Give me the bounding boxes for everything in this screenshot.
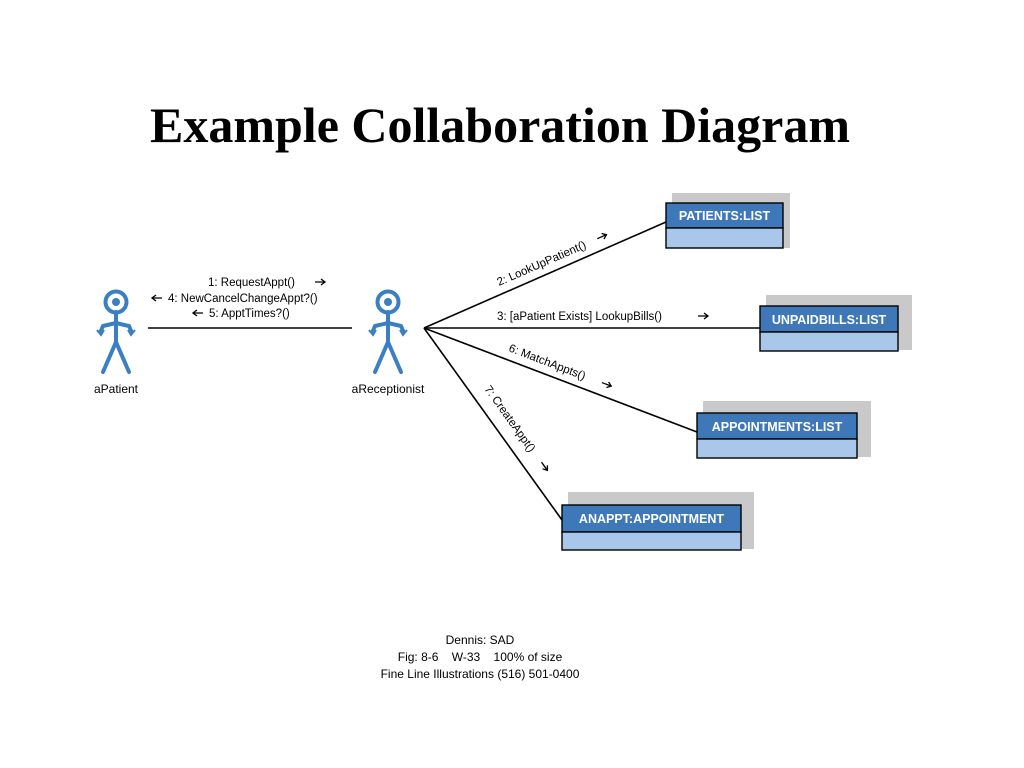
message-lookup-bills: 3: [aPatient Exists] LookupBills() bbox=[497, 311, 662, 323]
arrow-right-icon bbox=[315, 278, 327, 286]
arrow-left-icon bbox=[191, 309, 203, 317]
arrow-right-icon bbox=[540, 461, 549, 472]
figure-credits: Dennis: SAD Fig: 8-6 W-33 100% of size F… bbox=[330, 632, 630, 683]
actor-receptionist-label: aReceptionist bbox=[352, 382, 425, 396]
link-to-patients-list bbox=[423, 221, 667, 329]
actor-receptionist: aReceptionist bbox=[352, 289, 425, 396]
actor-patient-label: aPatient bbox=[94, 382, 139, 396]
link-to-appointments-list bbox=[423, 327, 698, 433]
message-new-cancel-change-appt: 4: NewCancelChangeAppt?() bbox=[168, 293, 318, 305]
arrow-right-icon bbox=[597, 232, 608, 240]
object-patients-list-label: PATIENTS:LIST bbox=[679, 209, 771, 223]
arrow-right-icon bbox=[601, 381, 613, 389]
slide-title: Example Collaboration Diagram bbox=[150, 97, 850, 153]
message-lookup-patient: 2: LookUpPatient() bbox=[495, 239, 588, 288]
object-patients-list: PATIENTS:LIST bbox=[665, 193, 790, 249]
credits-line-figure: Fig: 8-6 W-33 100% of size bbox=[397, 650, 563, 664]
stick-figure-icon bbox=[367, 289, 409, 374]
arrow-right-icon bbox=[698, 312, 710, 320]
object-appointments-list-label: APPOINTMENTS:LIST bbox=[712, 420, 843, 434]
link-to-anappt bbox=[423, 327, 563, 521]
message-request-appt: 1: RequestAppt() bbox=[208, 277, 295, 289]
object-unpaidbills-list-label: UNPAIDBILLS:LIST bbox=[772, 313, 887, 327]
object-anappt-appointment: ANAPPT:APPOINTMENT bbox=[561, 492, 754, 551]
credits-line-author: Dennis: SAD bbox=[445, 633, 515, 647]
object-anappt-appointment-label: ANAPPT:APPOINTMENT bbox=[579, 512, 725, 526]
object-unpaidbills-list: UNPAIDBILLS:LIST bbox=[759, 295, 912, 352]
arrow-left-icon bbox=[150, 294, 162, 302]
message-appt-times: 5: ApptTimes?() bbox=[209, 308, 290, 320]
actor-patient: aPatient bbox=[94, 289, 139, 396]
message-match-appts: 6: MatchAppts() bbox=[507, 343, 587, 383]
credits-line-illustrator: Fine Line Illustrations (516) 501-0400 bbox=[380, 667, 580, 681]
stick-figure-icon bbox=[95, 289, 137, 374]
object-appointments-list: APPOINTMENTS:LIST bbox=[696, 401, 871, 459]
